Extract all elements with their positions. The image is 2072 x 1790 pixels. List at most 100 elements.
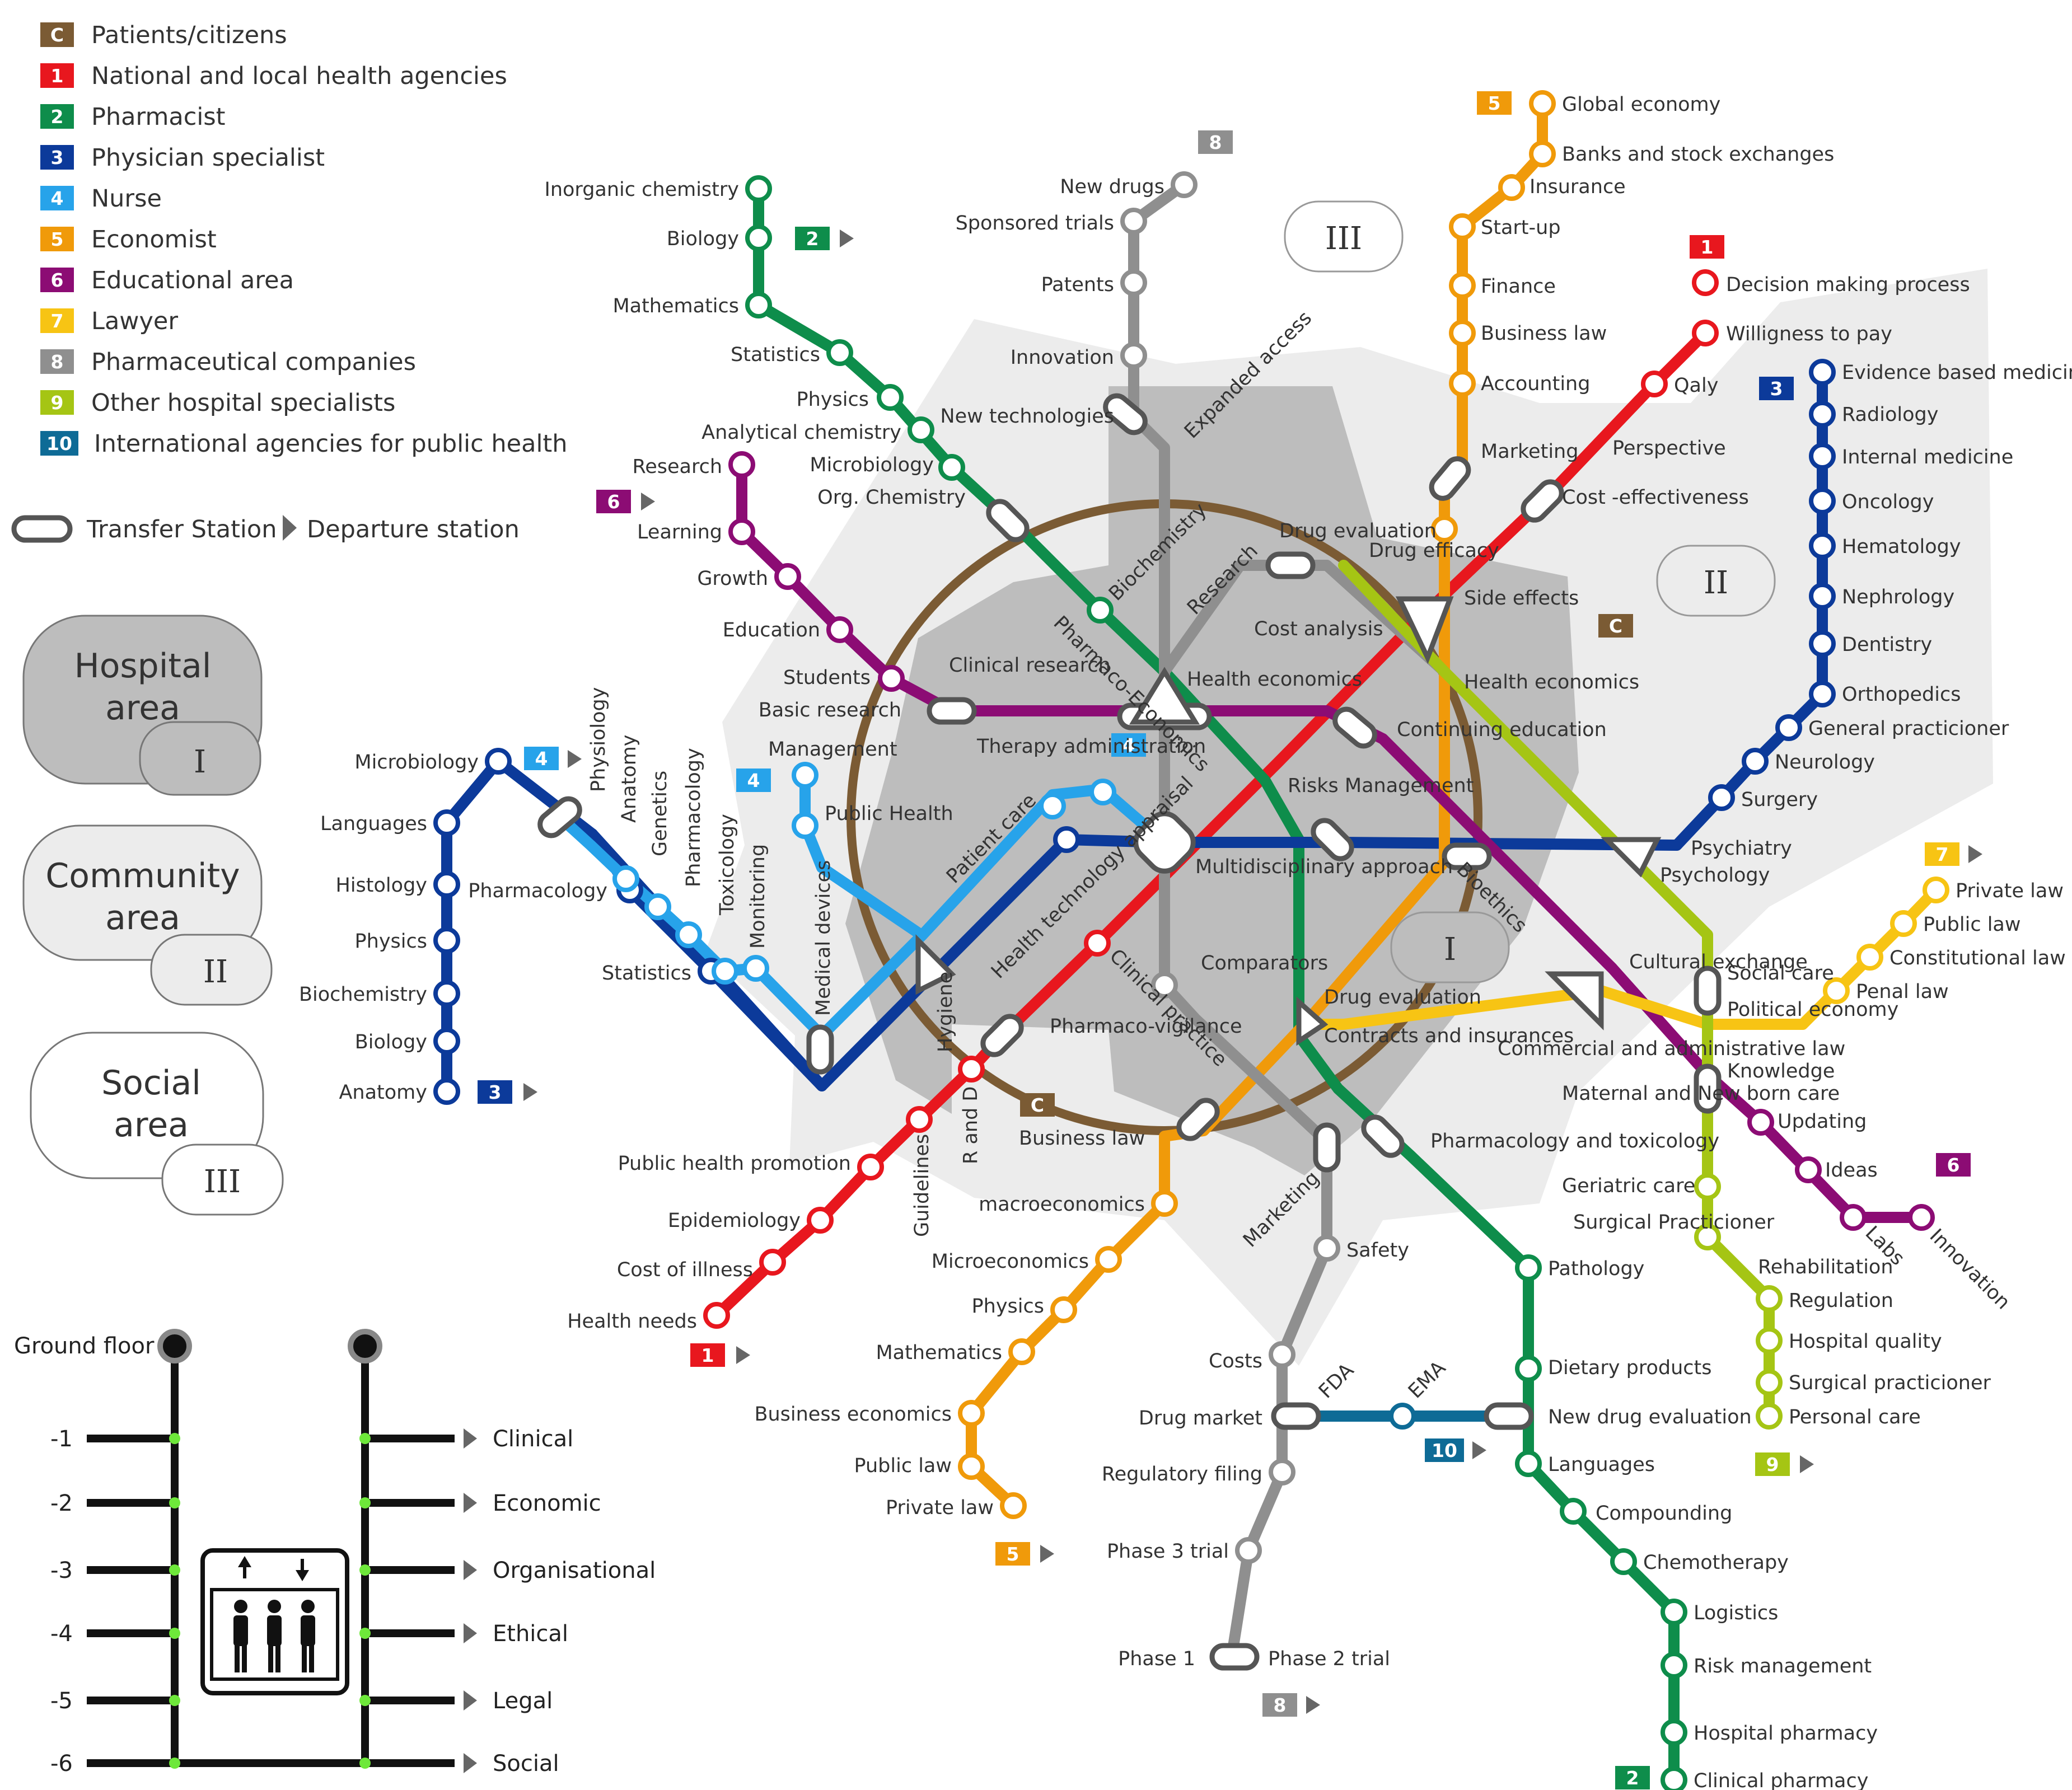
station-marker (348, 1329, 382, 1363)
station-label: Microbiology (354, 751, 479, 774)
station-label: Innovation (1011, 346, 1114, 369)
station-marker (1235, 1537, 1262, 1564)
line-number: 4 (51, 188, 64, 209)
station-marker (1742, 748, 1769, 775)
map-label: 5 (1007, 1543, 1019, 1565)
station-label: Global economy (1562, 93, 1720, 116)
map-label: 7 (1936, 844, 1949, 865)
map-label: I (1444, 931, 1456, 968)
station-marker (1756, 1403, 1783, 1430)
station-marker (169, 1695, 180, 1706)
map-shape (1361, 1114, 1405, 1158)
map-marker (464, 1690, 477, 1711)
line-number: 9 (51, 392, 64, 414)
station-marker (1809, 443, 1836, 470)
map-shape (161, 1144, 284, 1216)
map-marker (1306, 1696, 1320, 1714)
station-label: Marketing (1481, 441, 1578, 463)
map-label: 4 (1122, 734, 1135, 756)
station-label: Updating (1778, 1110, 1867, 1133)
map-label: 5 (1488, 92, 1501, 114)
map-shape (1477, 91, 1512, 115)
station-label: Innovation (1925, 1225, 2014, 1314)
station-marker (1694, 1224, 1721, 1250)
station-marker (1269, 1459, 1295, 1486)
station-marker (1120, 269, 1147, 296)
map-label: I (194, 744, 206, 780)
line-number: 1 (51, 65, 64, 87)
station-marker (301, 1600, 315, 1613)
station-label: Regulation (1789, 1290, 1893, 1312)
map-label: II (1704, 565, 1728, 601)
map-marker (1040, 1545, 1054, 1563)
station-marker (1089, 779, 1116, 805)
station-label: EMA (1404, 1357, 1450, 1403)
map-shape (986, 499, 1030, 542)
floor-level: -2 (50, 1491, 73, 1516)
station-marker (1641, 371, 1668, 397)
station-marker (1809, 401, 1836, 428)
map-shape (1020, 1093, 1055, 1117)
station-marker (728, 518, 755, 545)
line-color-swatch (40, 22, 74, 47)
station-marker (1008, 1338, 1035, 1365)
station-label: Chemotherapy (1643, 1552, 1789, 1574)
map-label: II (203, 954, 228, 990)
station-marker (1756, 1327, 1783, 1354)
station-label: Medical devices (812, 860, 835, 1016)
station-label: Costs (1209, 1350, 1262, 1372)
station-label: Physics (797, 388, 869, 411)
station-marker (1809, 583, 1836, 610)
station-marker (807, 1207, 834, 1234)
station-label: Commercial and administrative law (1498, 1038, 1845, 1060)
floor-dimension: Ethical (493, 1621, 568, 1647)
station-marker (485, 748, 512, 775)
station-marker (359, 1564, 371, 1576)
station-label: Public Health (825, 803, 953, 825)
station-label: New technologies (940, 405, 1114, 428)
station-label: Microbiology (810, 454, 934, 476)
station-label: Genetics (649, 771, 671, 856)
station-marker (1053, 826, 1080, 853)
station-label: Cost of illness (617, 1259, 753, 1281)
station-label: Psychology (1660, 864, 1770, 887)
station-marker (712, 958, 738, 985)
map-shape (139, 721, 261, 796)
station-label: Hematology (1842, 536, 1961, 558)
station-marker (1095, 1246, 1122, 1273)
station-label: Evidence based medicine (1842, 362, 2072, 384)
station-label: Org. Chemistry (817, 486, 966, 509)
station-label: Perspective (1612, 437, 1726, 460)
station-marker (1120, 342, 1147, 369)
map-shape (1759, 377, 1794, 400)
station-label: Pharmacology and toxicology (1430, 1130, 1719, 1152)
station-label: Therapy administration (976, 735, 1206, 758)
station-label: Psychiatry (1691, 837, 1792, 860)
station-marker (1151, 972, 1178, 999)
map-shape (1198, 130, 1233, 154)
map-shape (995, 1542, 1030, 1566)
station-label: Hospital quality (1789, 1330, 1942, 1353)
station-label: Comparators (1201, 952, 1328, 974)
station-marker (1692, 269, 1719, 296)
station-label: Biology (355, 1031, 427, 1053)
station-marker (359, 1758, 371, 1769)
map-shape (1390, 911, 1510, 983)
station-label: Orthopedics (1842, 683, 1961, 706)
map-shape (30, 1032, 264, 1179)
line-name: Nurse (91, 185, 162, 213)
station-label: Physiology (587, 687, 610, 792)
map-shape (1484, 1402, 1534, 1430)
station-marker (1809, 630, 1836, 657)
line-color-swatch (40, 227, 74, 251)
station-label: Contracts and insurances (1324, 1025, 1574, 1047)
map-marker (736, 1346, 750, 1364)
station-marker (644, 893, 671, 920)
station-marker (958, 1056, 985, 1083)
station-marker (675, 921, 702, 948)
map-shape (1209, 1643, 1260, 1671)
station-marker (1661, 1719, 1687, 1746)
station-marker (1692, 320, 1719, 346)
